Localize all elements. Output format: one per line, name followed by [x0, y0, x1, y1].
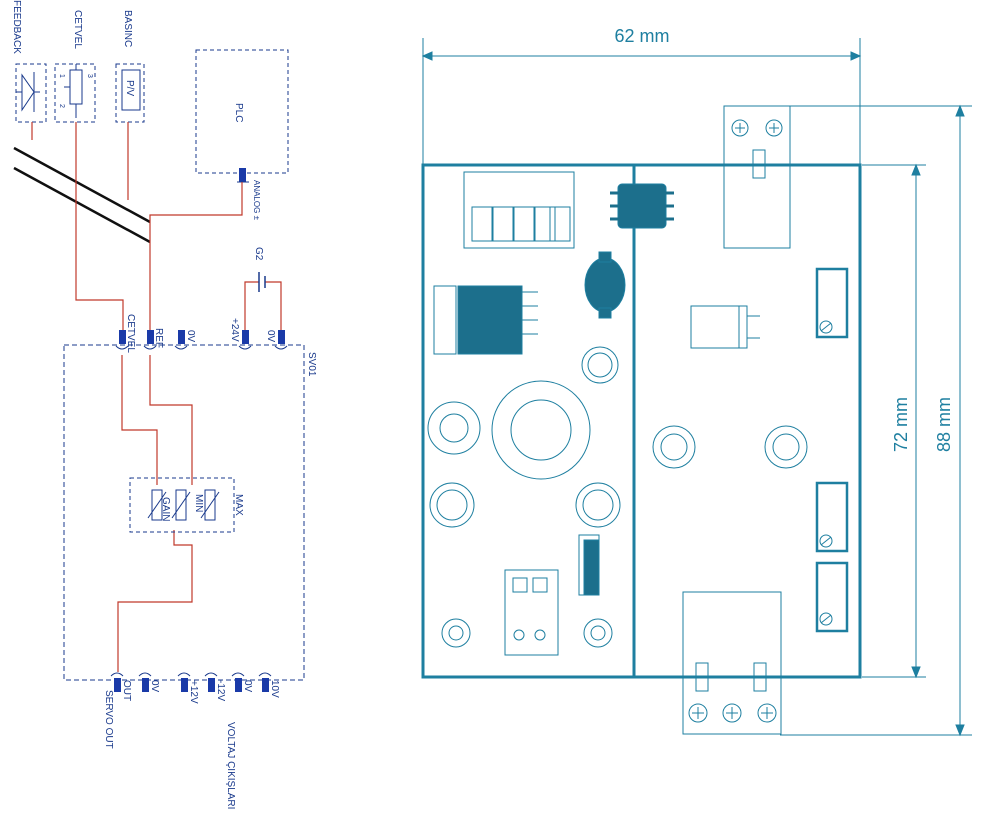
pin-label-10v: 10V [269, 680, 280, 698]
pot-resistors [147, 489, 220, 521]
dip-switch [463, 171, 575, 249]
voltaj-label: VOLTAJ ÇIKIŞLARI [225, 722, 236, 809]
dim-width [421, 38, 862, 165]
pin-label-ref: REF [153, 328, 164, 348]
pin-24v [238, 330, 252, 350]
pin-0v-b [274, 330, 288, 350]
cable-bundle [13, 146, 151, 244]
cetvel-wiper [64, 64, 77, 118]
board-outline [421, 163, 862, 679]
pin-label-out: OUT [121, 680, 132, 701]
pin-cetvel [115, 330, 129, 350]
mount-hole-br [583, 618, 613, 648]
cetvel-resistor [69, 69, 83, 105]
pin-neg12v [208, 678, 215, 692]
pot-min: MIN [193, 494, 204, 512]
capacitor-small-1 [581, 346, 619, 384]
pin-label-12v: +12V [188, 680, 199, 704]
capacitor-left [427, 401, 481, 455]
pin-out-0v [142, 678, 149, 692]
mount-hole-bl [441, 618, 471, 648]
dim-height-outer-label: 88 mm [934, 397, 954, 452]
relay-right-1 [815, 267, 849, 339]
servo-out-label: SERVO OUT [103, 690, 114, 749]
dim-width-label: 62 mm [614, 26, 669, 46]
label-feedback: FEEDBACK [11, 0, 22, 54]
label-basinc: BASINC [122, 10, 133, 47]
pin-label-24v: +24V [229, 318, 240, 342]
jumper-block [504, 569, 559, 656]
relay-right-3 [815, 561, 849, 633]
dim-height-outer [780, 104, 972, 737]
dim-height-inner-label: 72 mm [891, 397, 911, 452]
label-cetvel-top: CETVEL [72, 10, 83, 49]
buzzer [584, 251, 626, 319]
cetvel-pin-1: 1 [58, 74, 65, 78]
plc-label: PLC [233, 103, 244, 122]
basinc-pv: P/V [124, 80, 135, 96]
output-pins: OUT 0V +12V -12V 0V 10V [110, 672, 280, 704]
input-pins: CETVEL REF 0V +24V 0V [115, 314, 288, 353]
feedback-box [15, 63, 47, 123]
cetvel-pin-3: 3 [86, 74, 93, 78]
terminal-top [723, 105, 791, 249]
pin-out [114, 678, 121, 692]
capacitor-mid-right [575, 482, 621, 528]
pin-10v [262, 678, 269, 692]
cetvel-pin-2: 2 [58, 104, 65, 108]
capacitor-mid-left [429, 482, 475, 528]
pcb-drawing [421, 38, 972, 737]
terminal-bottom [682, 591, 782, 735]
relay-right-2 [815, 481, 849, 553]
sv01-label: SV01 [306, 352, 317, 377]
mount-hole-r2 [764, 425, 808, 469]
sv01-box [63, 344, 305, 681]
pin-label-neg12v: -12V [215, 680, 226, 701]
trimmer [578, 534, 600, 596]
schematic: FEEDBACK CETVEL BASINC 1 2 3 P/V PLC ANA… [11, 0, 317, 809]
regulator [433, 285, 538, 355]
pin-label-0v-a: 0V [185, 330, 196, 343]
pin-ref [143, 330, 157, 350]
mount-hole-r1 [652, 425, 696, 469]
cetvel-box [54, 63, 96, 123]
pin-label-out-0v: 0V [149, 680, 160, 693]
soic-chip [610, 183, 674, 229]
analog-label: ANALOG ± [252, 180, 261, 221]
g2-label: G2 [253, 247, 264, 261]
basinc-box [115, 63, 145, 123]
pot-gain: GAIN [160, 497, 171, 521]
basinc-inner [121, 69, 141, 111]
pot-max: MAX [233, 494, 244, 516]
pin-label-cetvel: CETVEL [125, 314, 136, 353]
plc-connector [239, 168, 246, 182]
transistor [690, 305, 760, 349]
pin-12v [181, 678, 188, 692]
dim-height-inner [862, 163, 926, 679]
capacitor-large [491, 380, 591, 480]
pin-label-out-0v-b: 0V [242, 680, 253, 693]
pin-label-0v-b: 0V [265, 330, 276, 343]
g2-battery [258, 272, 266, 292]
pin-0v-a [174, 330, 188, 350]
feedback-symbol [16, 72, 40, 112]
wires [31, 122, 282, 672]
pots-box [129, 477, 235, 533]
pin-out-0v-b [235, 678, 242, 692]
